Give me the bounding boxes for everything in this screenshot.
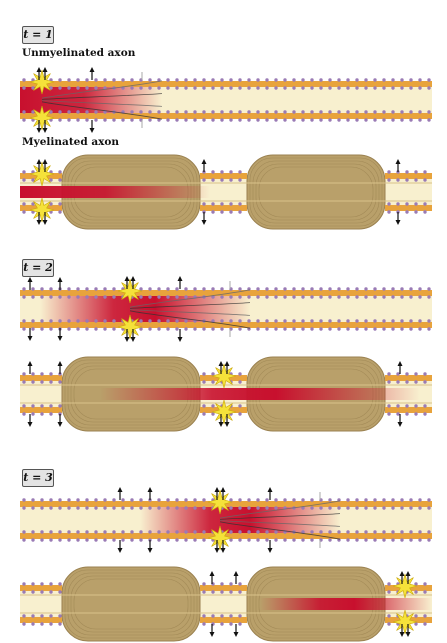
membrane-band — [20, 81, 432, 87]
membrane-band — [20, 407, 62, 413]
myelin-sheath — [61, 566, 201, 642]
membrane-band — [200, 173, 247, 179]
membrane-band — [385, 407, 432, 413]
time-label-t1: t = 1 — [22, 26, 54, 44]
local-current-line — [219, 500, 341, 519]
action-potential-spark-icon — [392, 573, 418, 599]
action-potential-spark-icon — [29, 197, 55, 223]
membrane-band — [20, 533, 432, 539]
local-current-line — [41, 100, 163, 107]
local-current-line — [219, 521, 341, 540]
membrane-band — [200, 585, 247, 591]
action-potential-spark-icon — [29, 161, 55, 187]
depolarization-region — [140, 507, 340, 533]
action-potential-spark-icon — [117, 278, 143, 304]
action-potential-spark-icon — [117, 314, 143, 340]
membrane-band — [20, 617, 62, 623]
membrane-band — [20, 501, 432, 507]
myelinated-axon-label: Myelinated axon — [22, 136, 120, 148]
local-current-line — [219, 520, 341, 527]
myelinated-axon — [20, 356, 432, 432]
local-current-line — [219, 513, 341, 520]
local-current-line — [129, 289, 251, 308]
action-potential-spark-icon — [392, 609, 418, 635]
myelinated-axon — [20, 154, 432, 230]
depolarization-region — [40, 296, 250, 322]
local-current-line — [41, 93, 163, 100]
local-current-line — [41, 101, 163, 120]
unmyelinated-axon — [20, 67, 432, 133]
unmyelinated-axon-label: Unmyelinated axon — [22, 47, 136, 59]
local-current-line — [129, 309, 251, 316]
membrane-band — [20, 585, 62, 591]
local-current-line — [129, 302, 251, 309]
depolarization-region — [20, 186, 210, 198]
unmyelinated-axon — [20, 276, 432, 342]
membrane-band — [200, 617, 247, 623]
unmyelinated-axon — [20, 487, 432, 553]
action-potential-spark-icon — [207, 525, 233, 551]
action-potential-spark-icon — [211, 363, 237, 389]
membrane-band — [200, 205, 247, 211]
action-potential-spark-icon — [207, 489, 233, 515]
local-current-line — [41, 80, 163, 99]
membrane-band — [20, 113, 432, 119]
depolarization-region — [260, 598, 432, 610]
membrane-band — [20, 375, 62, 381]
action-potential-spark-icon — [29, 69, 55, 95]
membrane-band — [385, 173, 432, 179]
time-label-t2: t = 2 — [22, 259, 54, 277]
action-potential-spark-icon — [29, 105, 55, 131]
local-current-line — [129, 310, 251, 329]
time-label-t3: t = 3 — [22, 469, 54, 487]
myelinated-axon — [20, 566, 432, 642]
membrane-band — [20, 322, 432, 328]
myelin-sheath — [246, 154, 386, 230]
membrane-band — [385, 205, 432, 211]
action-potential-spark-icon — [211, 399, 237, 425]
membrane-band — [20, 290, 432, 296]
depolarization-region — [100, 388, 420, 400]
membrane-band — [385, 375, 432, 381]
